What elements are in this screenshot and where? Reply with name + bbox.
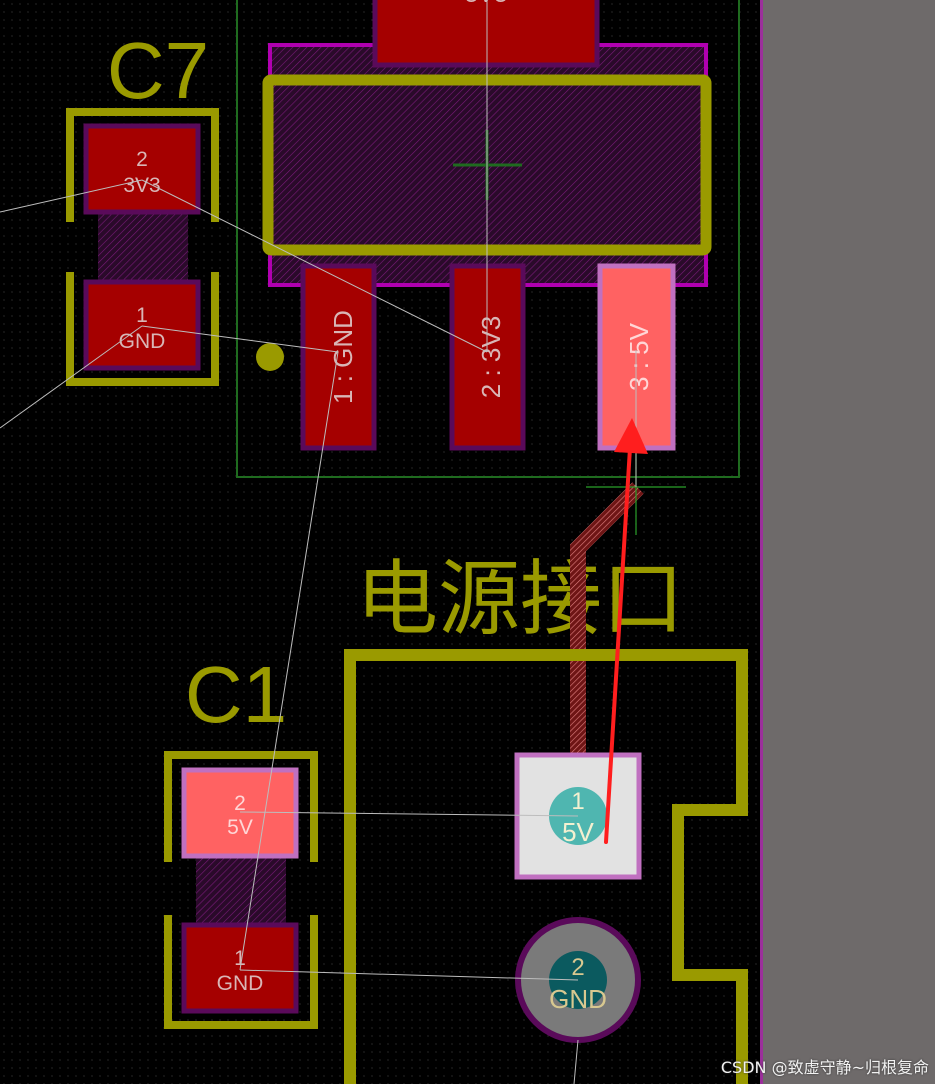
regulator-pin-1[interactable]	[300, 263, 377, 451]
c1-pad2-number: 2	[234, 792, 246, 815]
regulator-pin1-label: 1 : GND	[328, 310, 358, 404]
side-panel	[760, 0, 935, 1084]
c1-pad2-net: 5V	[227, 816, 253, 839]
pcb-layout[interactable]: 3V3 1 : GND 2 : 3V3 3 : 5V C7 2 3V3 1 GN…	[0, 0, 760, 1084]
regulator-courtyard	[236, 0, 740, 478]
regulator-top-pad[interactable]	[372, 0, 600, 68]
connector-pin1-net: 5V	[562, 817, 594, 847]
power-connector-label: 电源接口	[356, 552, 684, 647]
regulator-pin3-label: 3 : 5V	[624, 322, 654, 391]
connector-pin2-net: GND	[549, 984, 607, 1014]
regulator-top-pad-label: 3V3	[465, 0, 508, 8]
c1-designator: C1	[185, 650, 287, 739]
regulator-pin2-label: 2 : 3V3	[476, 316, 506, 398]
csdn-watermark: CSDN @致虚守静~归根复命	[720, 1058, 929, 1077]
c7-designator: C7	[107, 26, 209, 115]
connector-pin2-number: 2	[571, 954, 584, 981]
c7-pad2-net: 3V3	[123, 174, 160, 197]
c7-pad1-number: 1	[136, 304, 148, 327]
c1-pad-2[interactable]	[181, 767, 299, 859]
c1-pad-1[interactable]	[181, 922, 299, 1014]
c1-pad1-number: 1	[234, 947, 246, 970]
c1-silkscreen-bottom	[164, 915, 318, 1029]
c1-silkscreen-top	[164, 751, 318, 862]
track-5v[interactable]	[570, 482, 644, 757]
c7-pad1-net: GND	[119, 330, 166, 353]
pin1-marker-dot	[256, 343, 284, 371]
annotation-arrow	[604, 418, 648, 844]
connector-silkscreen	[344, 649, 748, 1084]
c7-pad-2[interactable]	[83, 123, 201, 215]
c7-silkscreen-bottom	[66, 272, 219, 386]
c7-pad-1[interactable]	[83, 279, 201, 371]
ratsnest-lines	[0, 0, 637, 1084]
connector-pin1-number: 1	[571, 788, 584, 815]
c1-pad1-net: GND	[217, 972, 264, 995]
c7-pad2-number: 2	[136, 148, 148, 171]
c7-silkscreen-top	[66, 108, 219, 222]
